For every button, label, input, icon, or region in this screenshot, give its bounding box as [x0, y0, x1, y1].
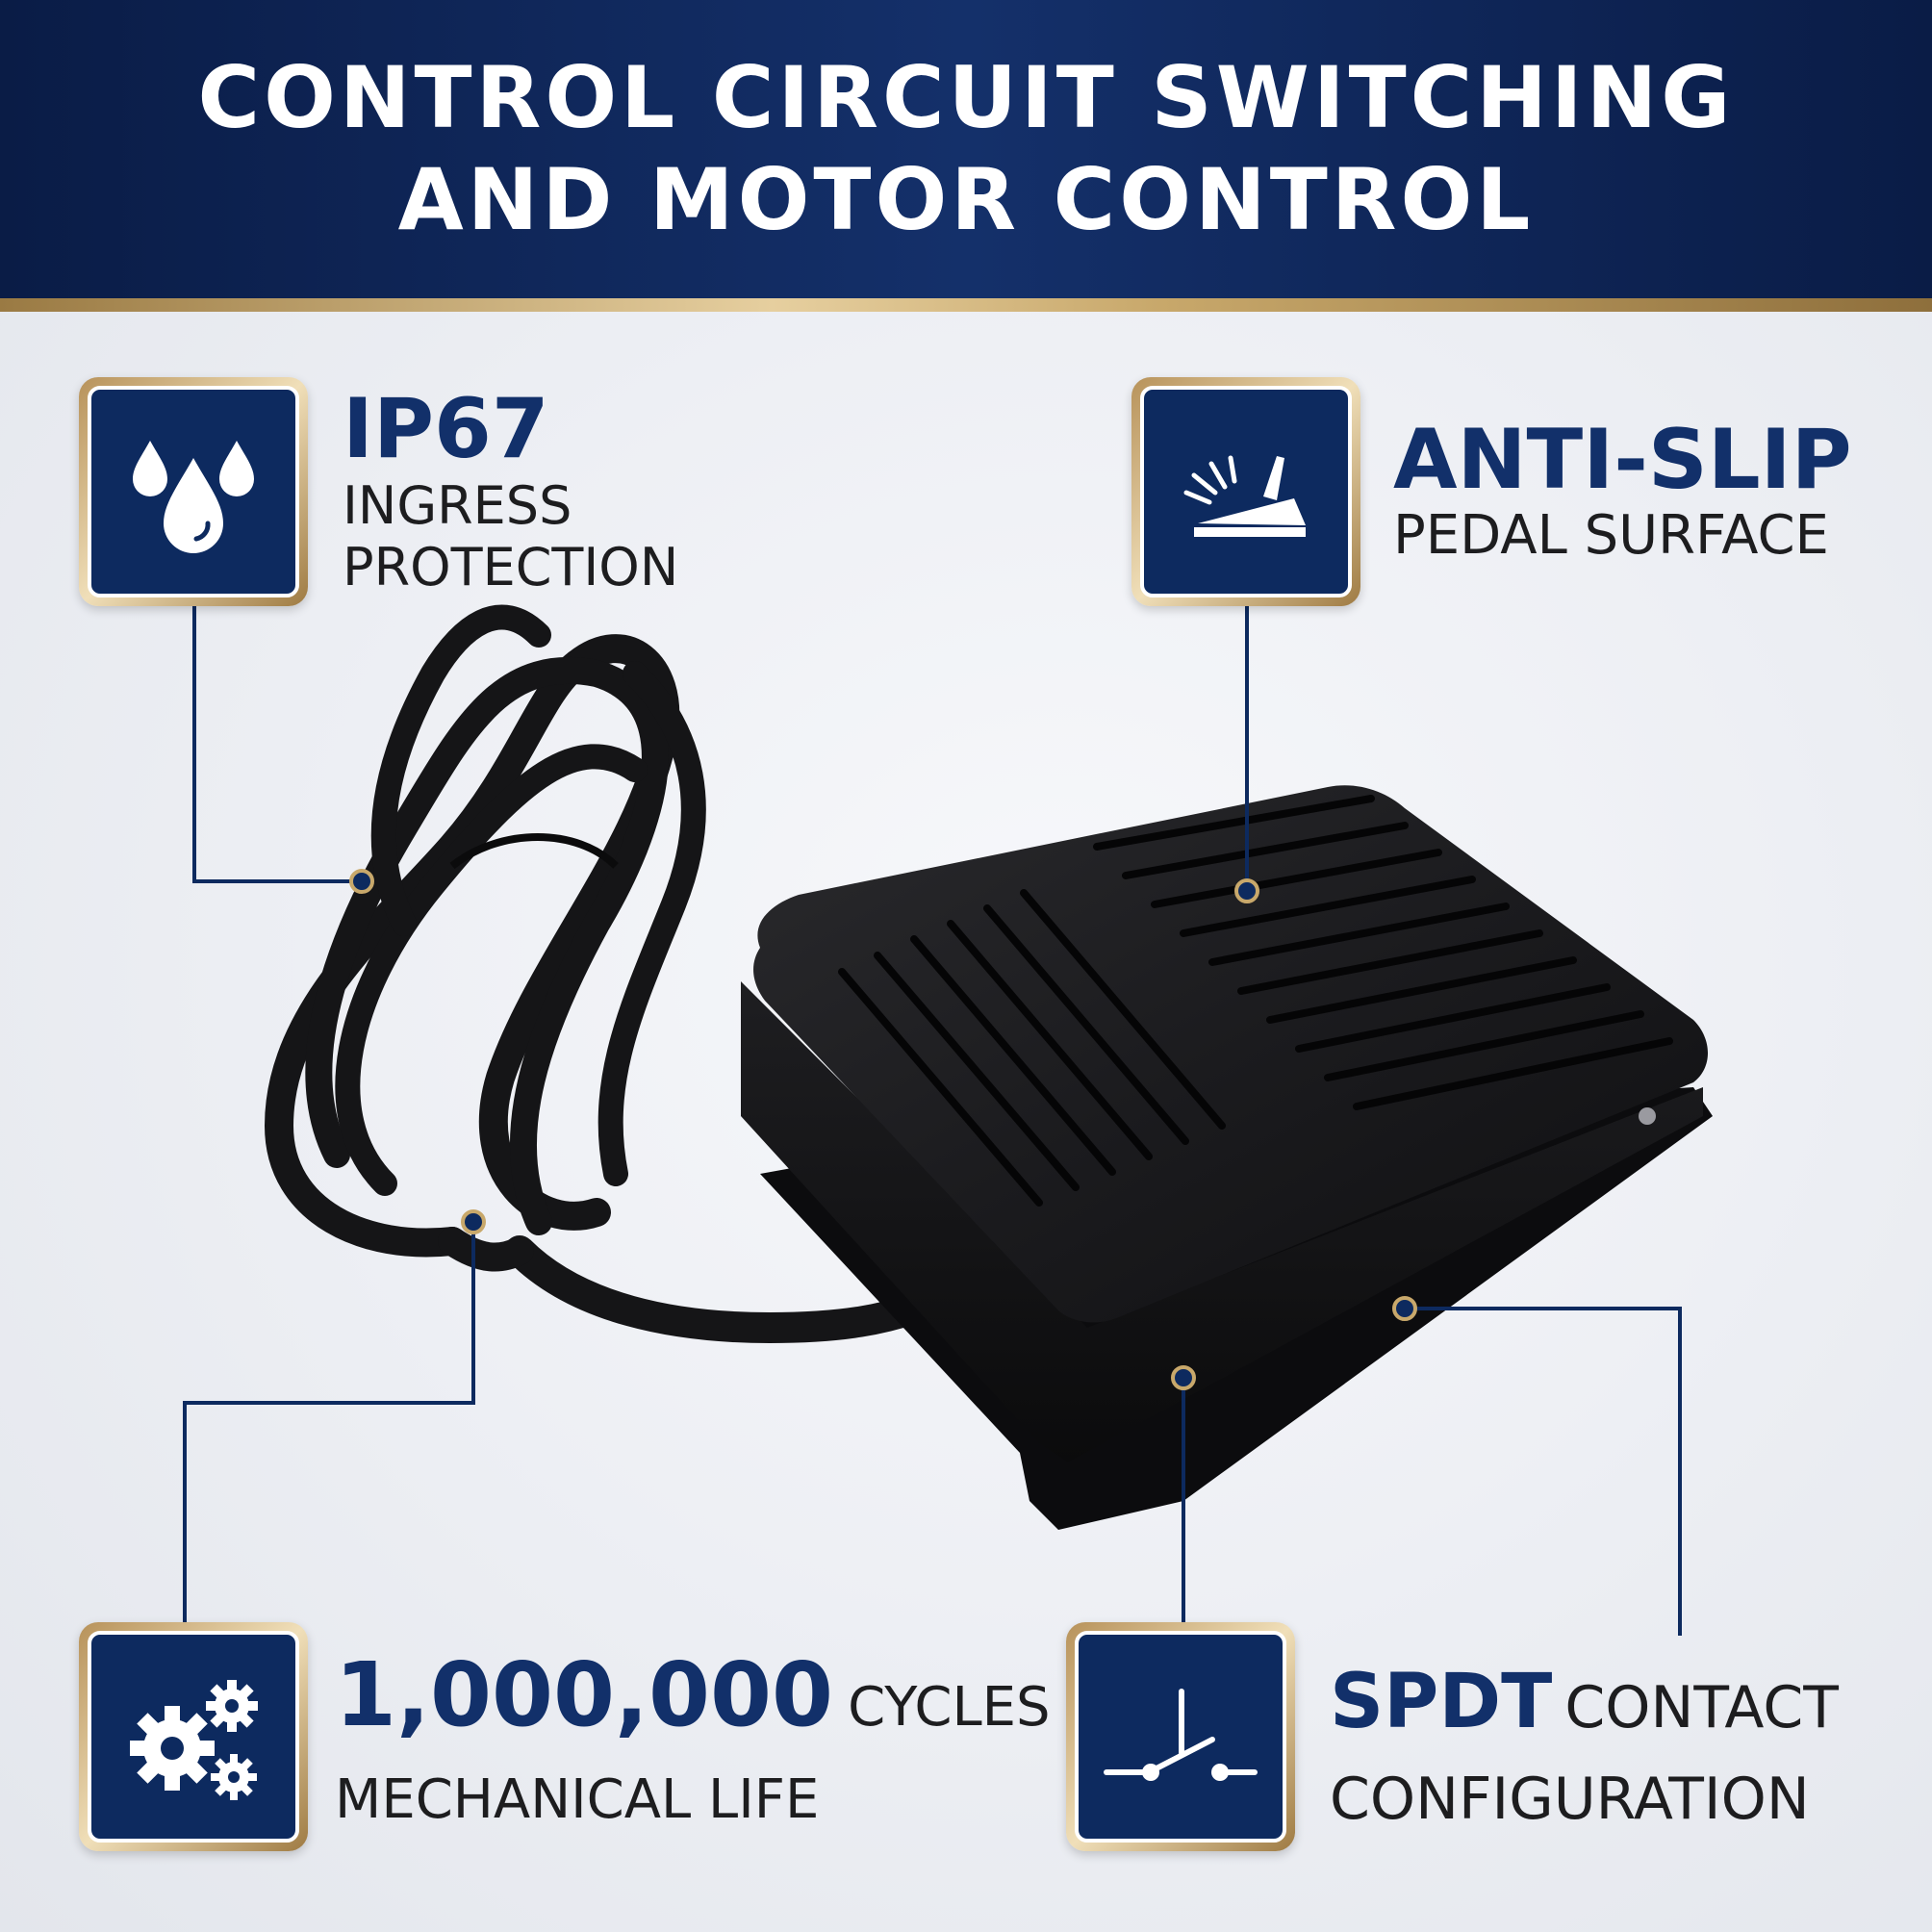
spdt-badge: [1066, 1622, 1295, 1851]
ip67-feature-text: IP67 INGRESS PROTECTION: [343, 383, 678, 598]
callout-dots: [349, 869, 1417, 1390]
gold-divider: [0, 298, 1932, 312]
spdt-title: SPDT: [1330, 1659, 1553, 1745]
antislip-line-1: PEDAL SURFACE: [1393, 504, 1829, 567]
ip67-line-1: INGRESS: [343, 475, 572, 536]
pivot-screw: [1639, 1107, 1656, 1125]
gears-icon: [130, 1680, 258, 1800]
water-drops-icon: [133, 441, 254, 553]
ip67-title: IP67: [343, 381, 549, 477]
callout-lines: [183, 606, 1682, 1636]
ip67-line-2: PROTECTION: [343, 537, 679, 597]
cycles-title: 1,000,000: [335, 1643, 833, 1746]
antislip-title: ANTI-SLIP: [1393, 412, 1852, 508]
cycles-suffix: CYCLES: [848, 1676, 1051, 1739]
antislip-feature-text: ANTI-SLIP PEDAL SURFACE: [1393, 416, 1852, 568]
cycles-badge: [79, 1622, 308, 1851]
spdt-suffix: CONTACT: [1564, 1674, 1839, 1741]
ip67-badge: [79, 377, 308, 606]
banner-title-line-2: AND MOTOR CONTROL: [397, 150, 1535, 249]
pedal-ridges: [838, 795, 1673, 1207]
spdt-feature-text: SPDT CONTACT CONFIGURATION: [1330, 1661, 1839, 1835]
cycles-line-1: MECHANICAL LIFE: [335, 1768, 820, 1831]
banner-title-line-1: CONTROL CIRCUIT SWITCHING: [197, 48, 1735, 147]
spdt-line-1: CONFIGURATION: [1330, 1766, 1810, 1833]
spdt-switch-icon: [1104, 1689, 1258, 1781]
coiled-cable: [264, 604, 929, 1344]
cycles-feature-text: 1,000,000 CYCLES MECHANICAL LIFE: [335, 1647, 1051, 1832]
pedal-side: [741, 981, 1703, 1462]
antislip-badge: [1131, 377, 1360, 606]
cable-tie: [449, 833, 619, 870]
foot-pedal-press-icon: [1183, 455, 1306, 537]
header-banner: CONTROL CIRCUIT SWITCHING AND MOTOR CONT…: [0, 0, 1932, 298]
